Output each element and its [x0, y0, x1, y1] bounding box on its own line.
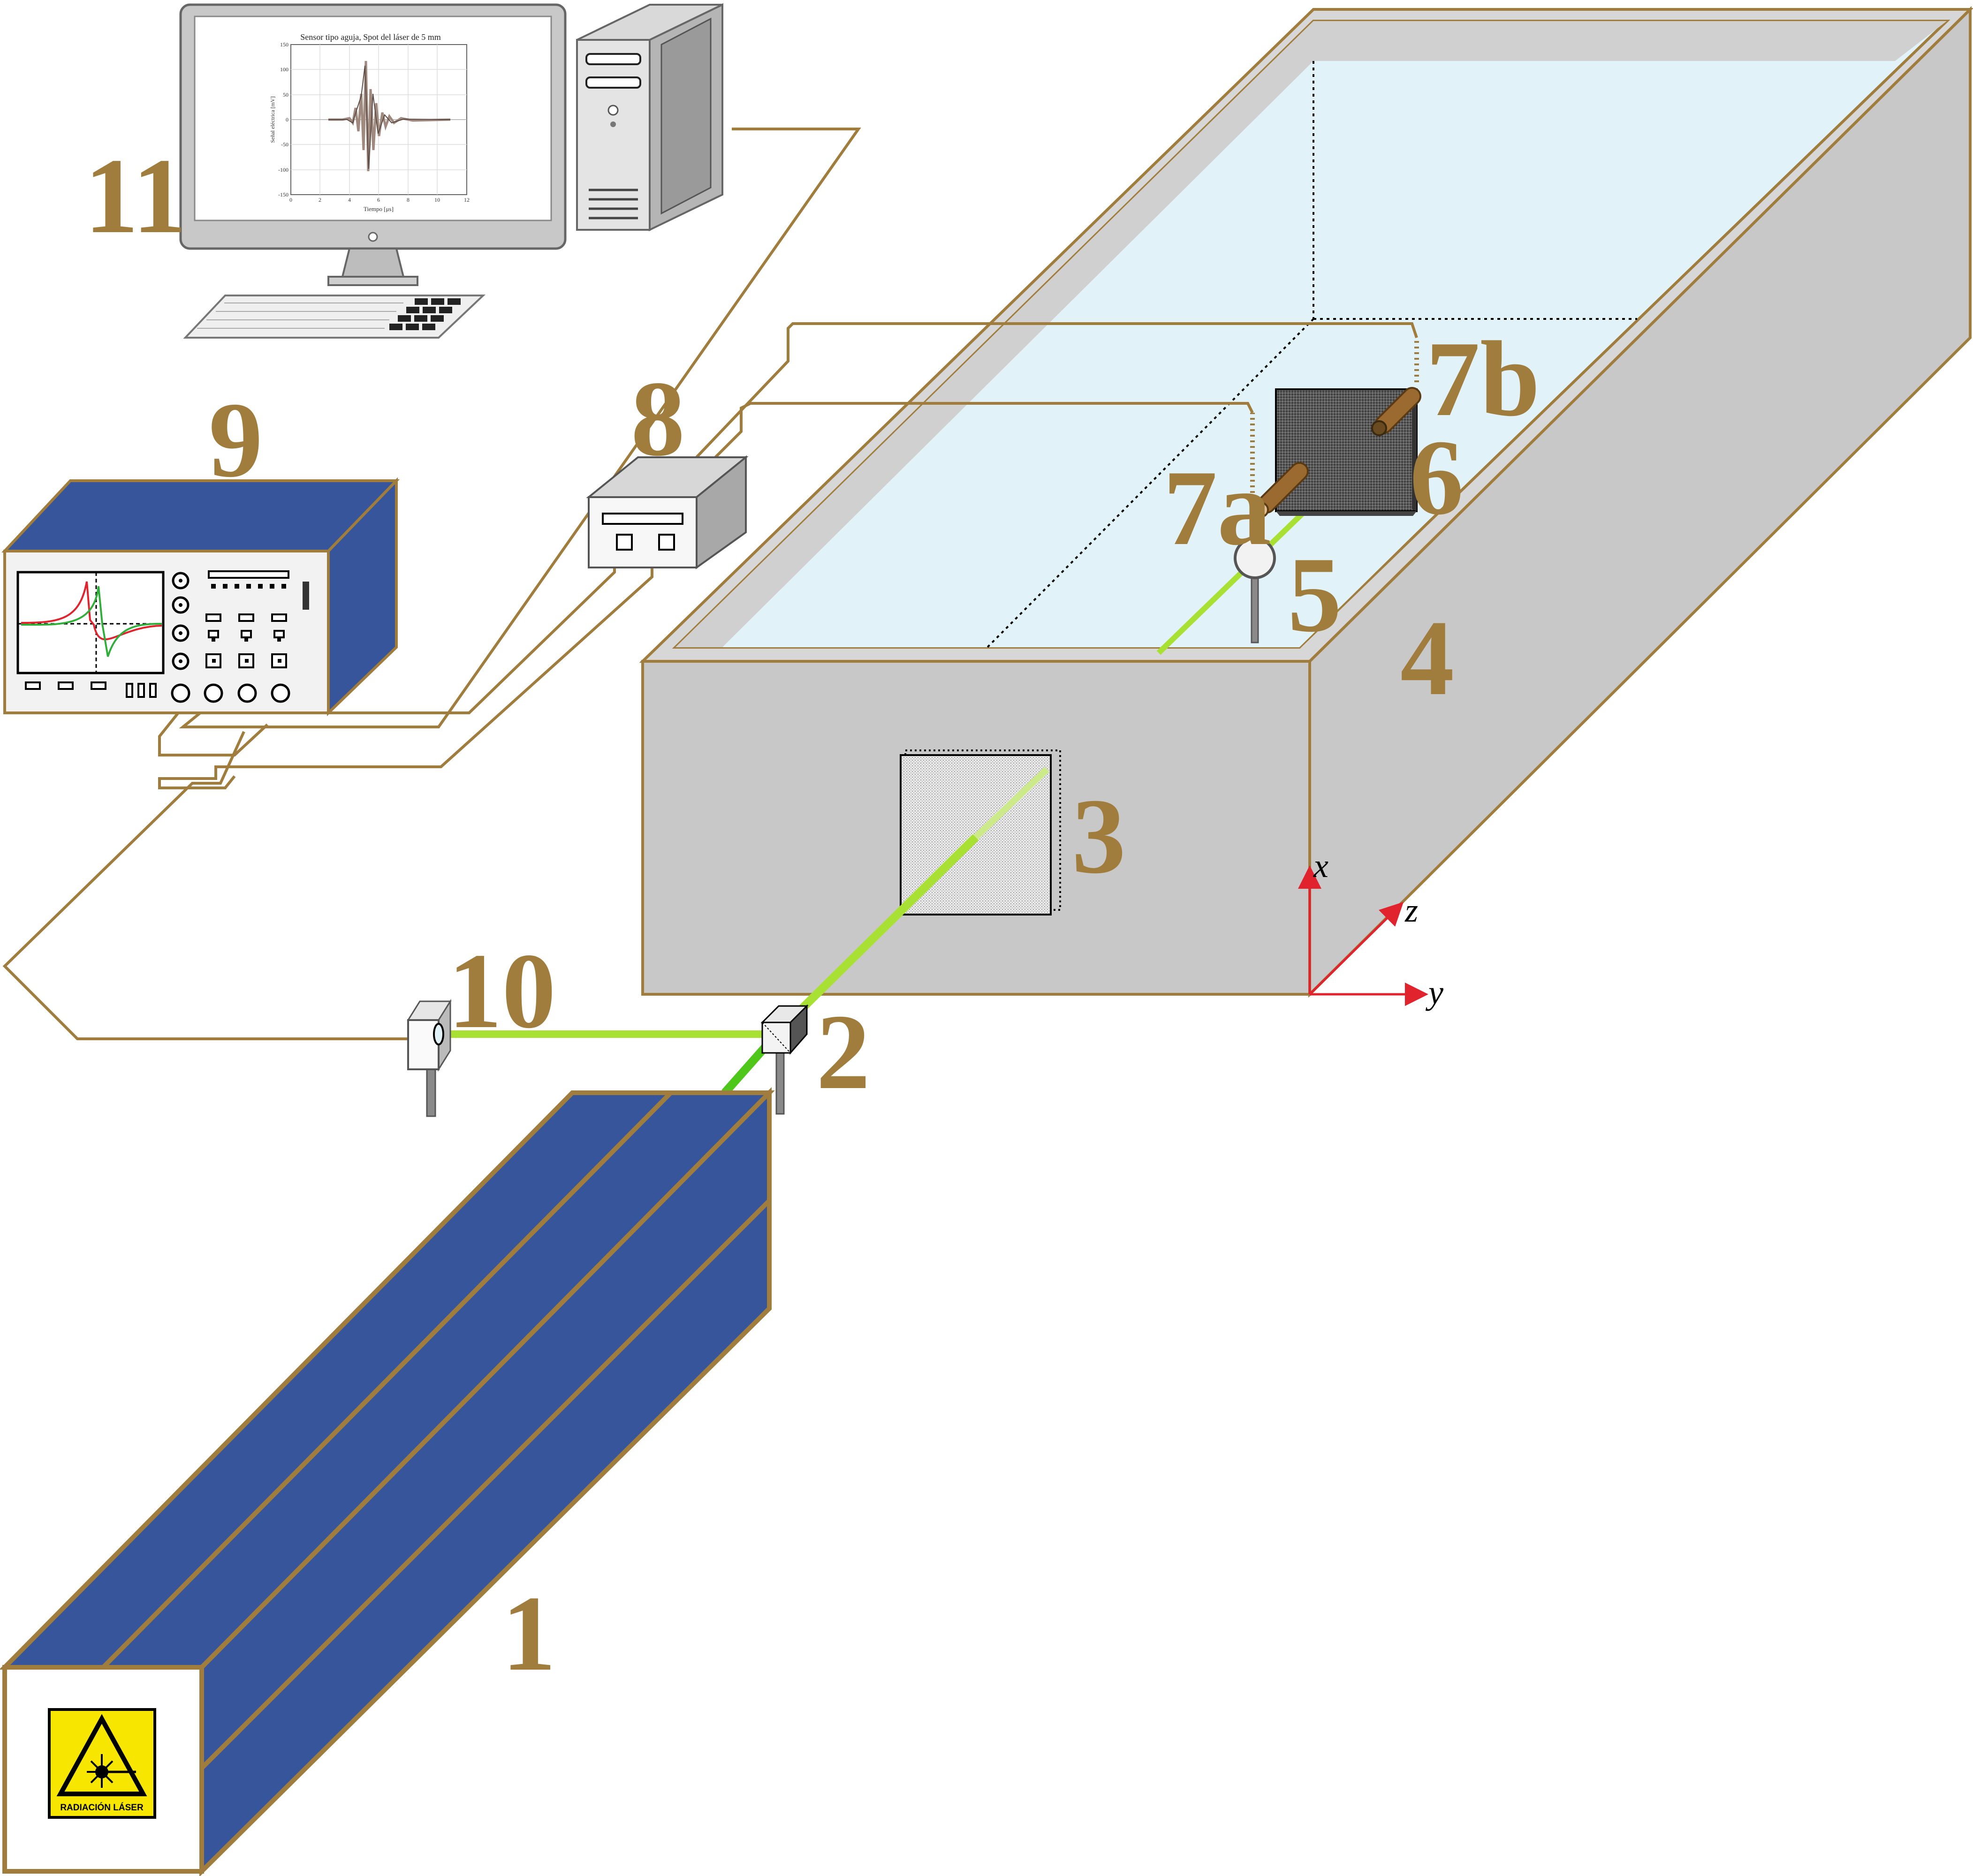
xtick: 10	[434, 197, 440, 203]
monitor-waveform	[328, 61, 451, 172]
ytick: 150	[280, 41, 288, 48]
monitor-plot-title: Sensor tipo aguja, Spot del láser de 5 m…	[300, 32, 440, 42]
axis-x-label: x	[1313, 847, 1328, 885]
amp-port-2	[658, 534, 675, 551]
cable-computer-to-scope	[179, 128, 861, 728]
monitor-plot-ylabel: Señal eléctrica [mV]	[269, 96, 276, 143]
label-7b: 7b	[1426, 319, 1540, 439]
xtick: 0	[289, 197, 292, 203]
label-8: 8	[631, 359, 685, 478]
tank-left-wall-inner	[675, 21, 1313, 647]
ytick: 100	[280, 66, 288, 73]
laser-hazard-icon	[56, 1714, 147, 1796]
ytick: 50	[283, 91, 288, 98]
label-11: 11	[84, 136, 186, 256]
axis-z-arrow	[1309, 901, 1404, 995]
laser-sign-text: RADIACIÓN LÁSER	[60, 1802, 144, 1813]
water-tank	[639, 6, 1973, 998]
monitor-plot: Sensor tipo aguja, Spot del láser de 5 m…	[269, 32, 470, 212]
cable-photodiode-to-scope	[2, 731, 413, 1040]
scope-trace-green	[21, 586, 162, 657]
coordinate-axes	[1298, 865, 1428, 1006]
laser-beam	[439, 460, 1358, 1096]
label-6: 6	[1410, 417, 1464, 537]
label-2: 2	[816, 992, 870, 1112]
xtick: 12	[464, 197, 470, 203]
label-3: 3	[1072, 776, 1126, 896]
cable-amp-to-7b	[693, 322, 1418, 461]
beam-through-window	[973, 766, 1049, 840]
cables	[2, 128, 1418, 1040]
laser-warning-sign: RADIACIÓN LÁSER	[48, 1708, 156, 1819]
hidden-edge-diagonal	[984, 318, 1314, 651]
cable-amp-to-scope-1	[158, 563, 616, 756]
amp-port-1	[616, 534, 633, 551]
beam-splitter	[760, 1004, 809, 1115]
label-9: 9	[209, 380, 263, 499]
ytick: -100	[278, 166, 288, 173]
xtick: 4	[348, 197, 351, 203]
xtick: 6	[377, 197, 380, 203]
axis-y-label: y	[1425, 974, 1443, 1011]
tank-water-inner	[722, 61, 1895, 647]
needle-sensor-7b	[1371, 387, 1421, 436]
iris-aperture	[1234, 537, 1276, 643]
label-5: 5	[1288, 535, 1342, 654]
xtick: 2	[319, 197, 321, 203]
ytick: -50	[281, 141, 288, 148]
beam-splitter-to-window	[794, 834, 979, 1016]
needle-sensor-7a	[1253, 462, 1309, 518]
cable-amp-to-scope-2	[158, 563, 653, 789]
scope-trace-red	[21, 581, 162, 641]
laser-source: RADIACIÓN LÁSER	[0, 1087, 775, 1876]
label-7a: 7a	[1163, 448, 1271, 567]
ytick: -150	[278, 191, 288, 198]
monitor-plot-xlabel: Tiempo [μs]	[364, 205, 394, 212]
amplifier-box	[586, 455, 749, 569]
photodiode	[407, 999, 452, 1117]
xtick: 8	[407, 197, 410, 203]
axis-z-label: z	[1404, 892, 1418, 929]
tank-back-wall-inner	[1313, 21, 1947, 61]
oscilloscope	[1, 477, 400, 717]
computer	[179, 3, 723, 339]
ytick: 0	[286, 116, 288, 123]
label-1: 1	[502, 1573, 556, 1693]
label-10: 10	[448, 931, 556, 1051]
label-4: 4	[1400, 598, 1454, 718]
